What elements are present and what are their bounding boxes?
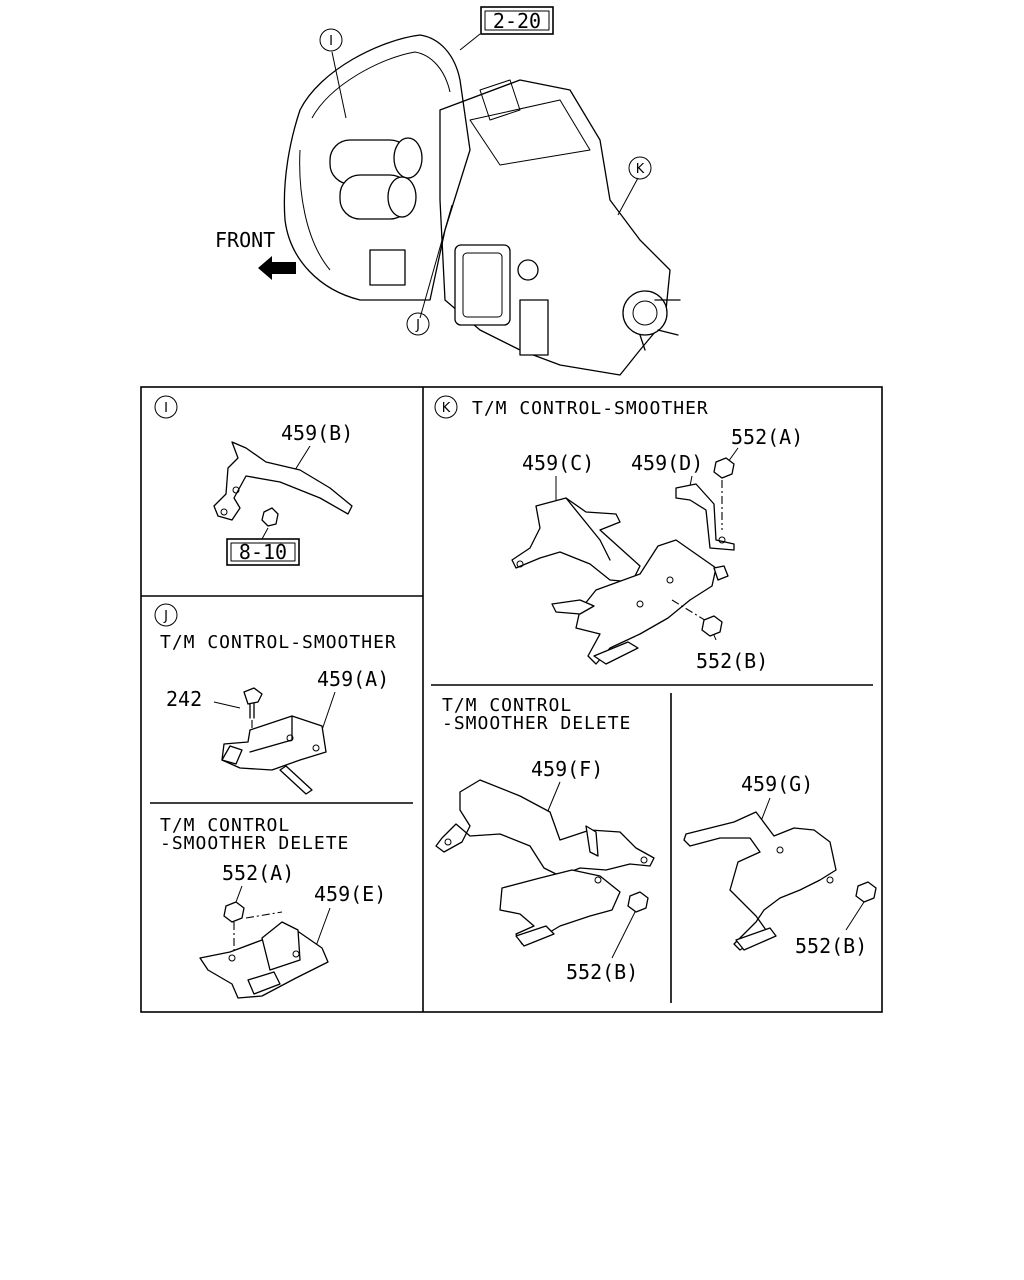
callout-k-text: K — [636, 162, 645, 177]
callout-k: K — [628, 156, 652, 180]
detail-frame — [140, 386, 883, 1013]
panel-k-delete-part-552b-g: 552(B) — [795, 934, 867, 958]
panel-j-delete-part-552a: 552(A) — [222, 861, 294, 885]
panel-k-part-459c: 459(C) — [522, 451, 594, 475]
panel-k-part-459d: 459(D) — [631, 451, 703, 475]
callout-j: J — [406, 312, 430, 336]
panel-j-delete-title-2: -SMOOTHER DELETE — [160, 833, 349, 854]
ref-box-2-20: 2-20 — [480, 6, 554, 35]
panel-k-part-552a: 552(A) — [731, 425, 803, 449]
ref-box-2-20-text: 2-20 — [493, 9, 541, 33]
panel-k-delete-g: 459(G) 552(B) — [683, 772, 877, 958]
panel-j-delete-part-459e: 459(E) — [314, 882, 386, 906]
panel-k-delete-f: T/M CONTROL -SMOOTHER DELETE 459(F) 552(… — [435, 695, 655, 984]
callout-j-text: J — [415, 318, 420, 333]
panel-k: K T/M CONTROL-SMOOTHER 552(A) 459(C) 459… — [434, 395, 803, 673]
panel-k-part-552b: 552(B) — [696, 649, 768, 673]
panel-j: J T/M CONTROL-SMOOTHER 242 459(A) — [154, 603, 397, 795]
callout-i: I — [319, 28, 343, 52]
panel-j-title: T/M CONTROL-SMOOTHER — [160, 632, 397, 653]
panel-k-delete-title-2: -SMOOTHER DELETE — [442, 713, 631, 734]
panel-k-delete-title-1: T/M CONTROL — [442, 695, 572, 716]
front-arrow-icon — [258, 256, 296, 280]
panel-k-marker: K — [442, 401, 451, 416]
panel-k-delete-part-459g: 459(G) — [741, 772, 813, 796]
panel-j-delete-title-1: T/M CONTROL — [160, 815, 290, 836]
panel-j-delete: T/M CONTROL -SMOOTHER DELETE 552(A) 459(… — [160, 815, 386, 999]
panel-j-marker: J — [163, 609, 168, 624]
panel-j-part-459a: 459(A) — [317, 667, 389, 691]
panel-k-title: T/M CONTROL-SMOOTHER — [472, 398, 709, 419]
transmission-overview — [258, 33, 681, 376]
panel-k-delete-part-552b-f: 552(B) — [566, 960, 638, 984]
panel-i: I 459(B) 8-10 — [154, 395, 353, 566]
ref-box-8-10-text: 8-10 — [239, 540, 287, 564]
panel-j-part-242: 242 — [166, 687, 202, 711]
panel-k-delete-part-459f: 459(F) — [531, 757, 603, 781]
front-label: FRONT — [215, 228, 275, 252]
callout-i-text: I — [329, 34, 333, 49]
panel-i-marker: I — [164, 401, 168, 416]
panel-i-part-459b: 459(B) — [281, 421, 353, 445]
